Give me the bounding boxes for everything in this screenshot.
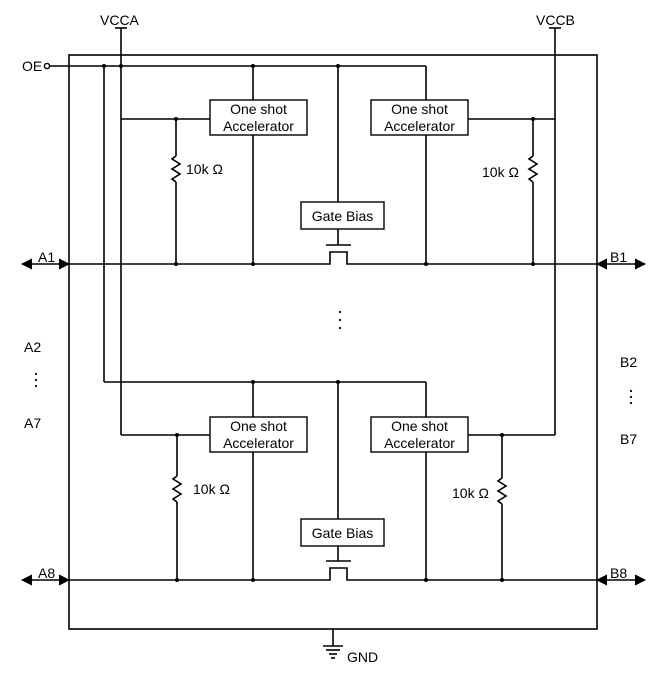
one-shot-accelerator-bottom-right: One shot Accelerator [370, 416, 469, 453]
port-b2-label: B2 [620, 354, 637, 370]
svg-text:Accelerator: Accelerator [223, 435, 294, 451]
svg-text:Gate Bias: Gate Bias [312, 208, 373, 224]
one-shot-accelerator-top-right: One shot Accelerator [370, 99, 469, 136]
svg-text:Gate Bias: Gate Bias [312, 525, 373, 541]
port-a8-label: A8 [38, 565, 55, 581]
vccb-label: VCCB [536, 12, 575, 28]
resistor-label-bottom-right: 10k Ω [452, 485, 489, 501]
oe-net [43, 62, 427, 519]
gate-bias-top: Gate Bias [300, 201, 385, 230]
svg-text:One shot: One shot [230, 418, 287, 434]
svg-text:One shot: One shot [391, 101, 448, 117]
resistor-label-bottom-left: 10k Ω [193, 481, 230, 497]
port-a7-label: A7 [24, 415, 41, 431]
one-shot-accelerator-bottom-left: One shot Accelerator [209, 416, 308, 453]
svg-text:Accelerator: Accelerator [384, 118, 455, 134]
ellipsis-a-side [34, 372, 38, 388]
vcca-label: VCCA [100, 12, 140, 28]
svg-text:Accelerator: Accelerator [384, 435, 455, 451]
vccb-rail [468, 27, 561, 436]
gate-bias-bottom: Gate Bias [300, 518, 385, 547]
port-a2-label: A2 [24, 339, 41, 355]
oe-label: OE [22, 58, 42, 74]
svg-text:One shot: One shot [391, 418, 448, 434]
channel-8 [20, 433, 647, 586]
channel-1 [20, 117, 647, 270]
svg-text:One shot: One shot [230, 101, 287, 117]
ground-symbol [323, 629, 343, 659]
one-shot-accelerator-top-left: One shot Accelerator [209, 99, 308, 136]
resistor-label-top-left: 10k Ω [186, 161, 223, 177]
port-b1-label: B1 [610, 249, 627, 265]
port-b8-label: B8 [610, 565, 627, 581]
ellipsis-b-side [629, 389, 633, 405]
port-a1-label: A1 [38, 249, 55, 265]
port-b7-label: B7 [620, 431, 637, 447]
vcca-rail [115, 27, 210, 436]
junction-dots [102, 64, 340, 384]
ellipsis-center [338, 310, 342, 330]
resistor-label-top-right: 10k Ω [482, 164, 519, 180]
gnd-label: GND [347, 649, 378, 665]
svg-text:Accelerator: Accelerator [223, 118, 294, 134]
